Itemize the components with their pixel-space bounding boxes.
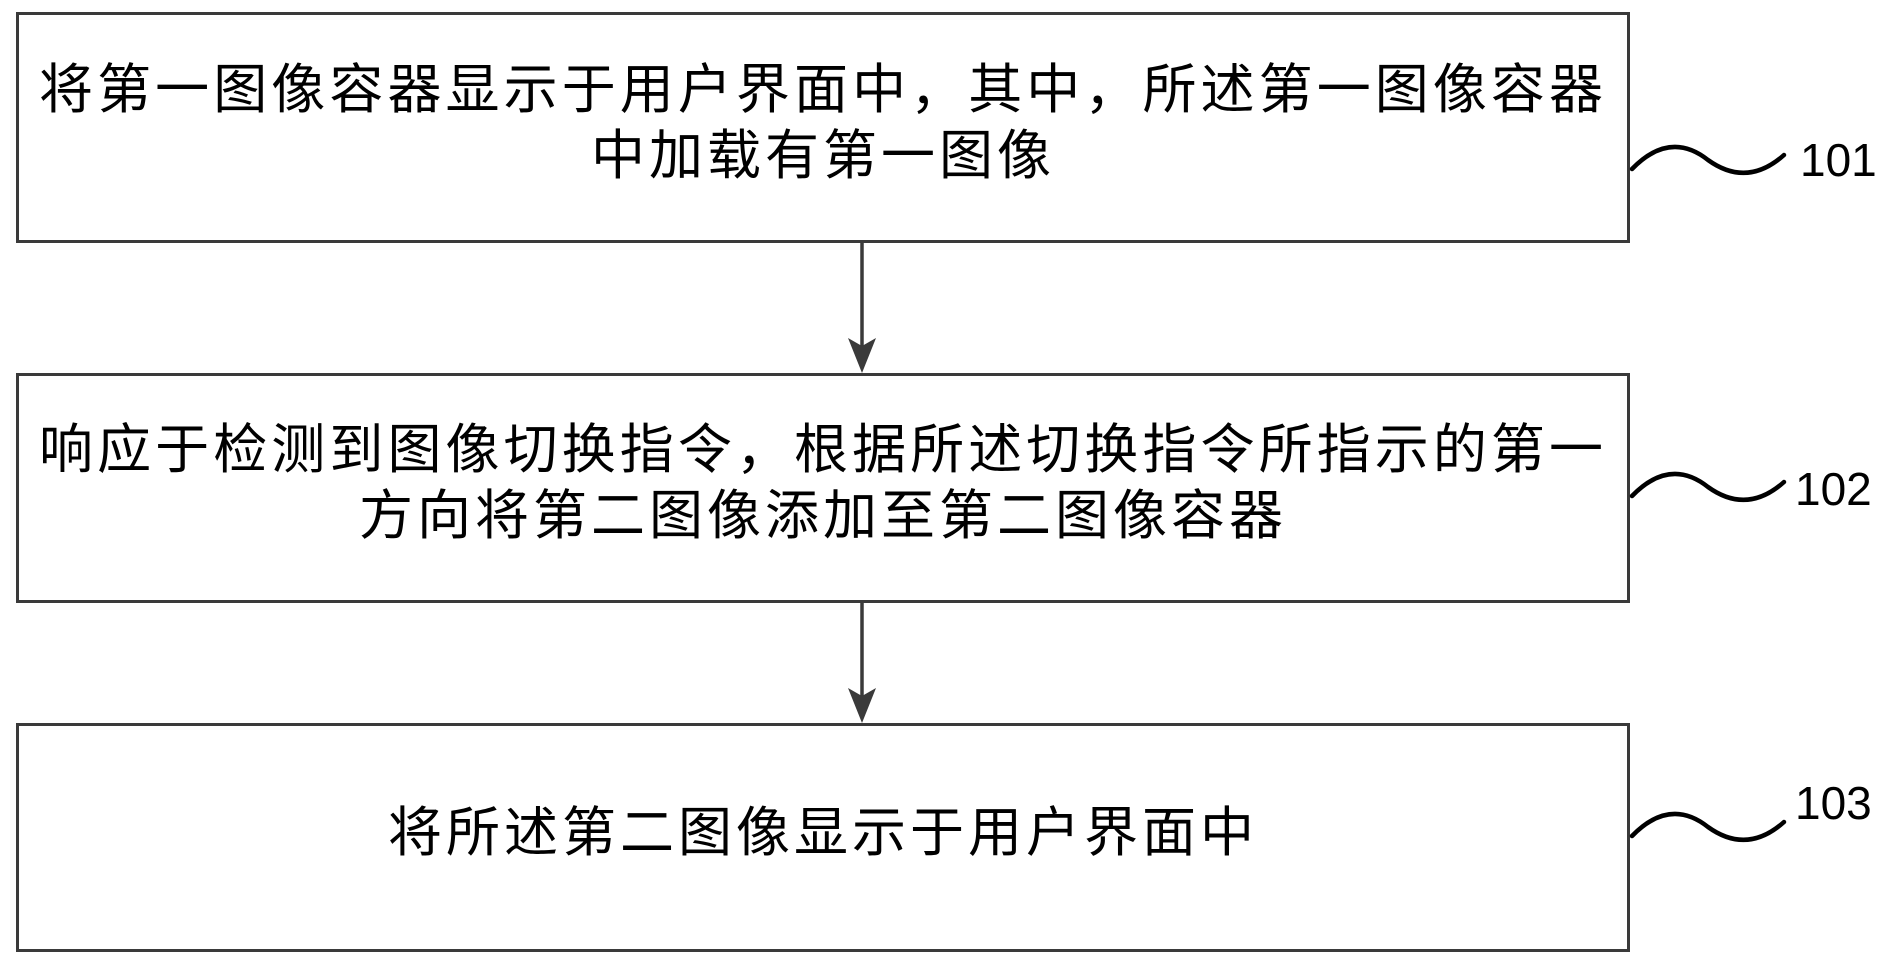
flow-step-box-101: 将第一图像容器显示于用户界面中，其中，所述第一图像容器 中加载有第一图像 — [16, 12, 1630, 243]
step-103-text-line-1: 将所述第二图像显示于用户界面中 — [388, 802, 1258, 863]
step-101-text-line-1: 将第一图像容器显示于用户界面中，其中，所述第一图像容器 — [39, 59, 1607, 120]
flow-step-box-102: 响应于检测到图像切换指令，根据所述切换指令所指示的第一 方向将第二图像添加至第二… — [16, 373, 1630, 603]
step-reference-number-101: 101 — [1800, 134, 1877, 186]
step-reference-number-102: 102 — [1795, 463, 1872, 515]
step-101-text-line-2: 中加载有第一图像 — [591, 125, 1055, 186]
flow-arrow-down-1 — [848, 243, 876, 373]
flow-step-box-103: 将所述第二图像显示于用户界面中 — [16, 723, 1630, 952]
reference-squiggle-103 — [1629, 811, 1787, 842]
step-102-text-line-2: 方向将第二图像添加至第二图像容器 — [359, 486, 1287, 546]
arrow-head-icon — [848, 338, 876, 373]
reference-squiggle-102 — [1629, 471, 1787, 502]
flow-arrow-down-2 — [848, 603, 876, 723]
step-reference-number-103: 103 — [1795, 777, 1872, 829]
arrow-head-icon — [848, 688, 876, 723]
reference-squiggle-101 — [1629, 144, 1787, 175]
step-102-text-line-1: 响应于检测到图像切换指令，根据所述切换指令所指示的第一 — [39, 420, 1607, 480]
